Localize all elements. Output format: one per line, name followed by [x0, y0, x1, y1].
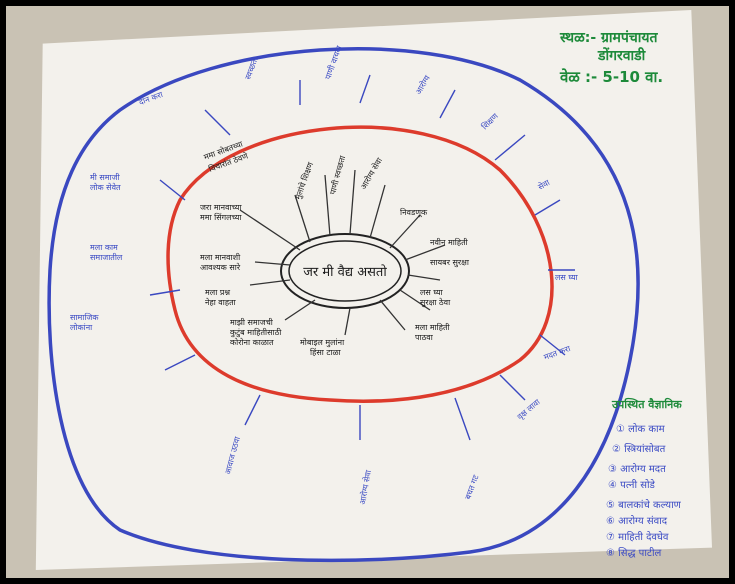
- attendee-item: ① लोक काम: [616, 423, 666, 435]
- svg-text:निवडणूक: निवडणूक: [400, 207, 428, 218]
- svg-text:बचत गट: बचत गट: [463, 473, 480, 501]
- attendees-list: ① लोक काम ② स्त्रियांसोबत ③ आरोग्य मदत ④…: [606, 423, 682, 559]
- center-oval-inner: [288, 240, 402, 302]
- attendee-item: ④ पत्नी सोडे: [608, 479, 656, 491]
- attendee-item: ③ आरोग्य मदत: [608, 463, 666, 475]
- outer-arrows: [149, 74, 575, 441]
- svg-text:मला माहिती: मला माहिती: [415, 322, 451, 332]
- attendee-item: ⑧ सिद्ध पाटील: [606, 547, 662, 559]
- svg-text:लोकांना: लोकांना: [70, 322, 93, 332]
- inner-branch-notes: ममा सोबतच्या विचारांत ठेवणे जरा मानवाच्य…: [200, 138, 470, 357]
- svg-text:आरोग्य: आरोग्य: [413, 73, 432, 96]
- inner-red-circle: [166, 125, 554, 403]
- svg-text:आवाज उठवा: आवाज उठवा: [223, 435, 242, 476]
- place-line-1: स्थळ:- ग्रामपंचायत: [559, 30, 659, 46]
- svg-text:कोरोना काळात: कोरोना काळात: [230, 337, 274, 347]
- svg-text:हिंसा टाळा: हिंसा टाळा: [310, 347, 342, 357]
- svg-text:सायबर सुरक्षा: सायबर सुरक्षा: [430, 258, 470, 268]
- svg-text:मदत करा: मदत करा: [543, 344, 573, 362]
- svg-text:माझी समाजची: माझी समाजची: [230, 317, 274, 327]
- chart-paper: [35, 10, 712, 570]
- svg-text:पाठवा: पाठवा: [415, 333, 434, 342]
- svg-text:मला प्रश्न: मला प्रश्न: [205, 288, 230, 297]
- svg-text:मुलांचे शिक्षण: मुलांचे शिक्षण: [292, 160, 316, 201]
- svg-text:मला मानवाशी: मला मानवाशी: [200, 252, 241, 262]
- svg-text:पाणी स्वच्छता: पाणी स्वच्छता: [327, 154, 347, 196]
- svg-text:लस घ्या: लस घ्या: [555, 273, 579, 282]
- center-title: जर मी वैद्य असतो: [303, 264, 387, 280]
- svg-text:आरोग्य सेवा: आरोग्य सेवा: [358, 155, 385, 191]
- center-oval-outer: [280, 233, 410, 309]
- svg-text:जरा मानवाच्या: जरा मानवाच्या: [200, 203, 242, 212]
- svg-text:लस घ्या: लस घ्या: [420, 288, 444, 297]
- svg-text:सेवा: सेवा: [536, 177, 552, 192]
- attendees-title: उपस्थित वैज्ञानिक: [611, 397, 682, 411]
- svg-text:मला काम: मला काम: [90, 243, 118, 252]
- svg-text:मोबाइल मुलांना: मोबाइल मुलांना: [300, 337, 345, 348]
- outer-blue-circle: [47, 47, 640, 563]
- svg-text:नवीन माहिती: नवीन माहिती: [430, 237, 469, 247]
- inner-spokes: [239, 169, 446, 336]
- svg-text:आवश्यक सारे: आवश्यक सारे: [200, 262, 241, 272]
- place-line-2: डोंगरवाडी: [597, 47, 647, 64]
- svg-text:कुटुंब माहितीसाठी: कुटुंब माहितीसाठी: [230, 327, 282, 338]
- attendee-item: ⑦ माहिती देवघेव: [606, 531, 669, 543]
- svg-text:आरोग्य सेवा: आरोग्य सेवा: [357, 468, 373, 505]
- time-label: वेळ :- 5-10 वा.: [559, 68, 663, 86]
- svg-text:वृक्ष लावा: वृक्ष लावा: [516, 397, 544, 422]
- svg-text:समाजातील: समाजातील: [90, 252, 123, 262]
- svg-text:सुरक्षा ठेवा: सुरक्षा ठेवा: [420, 297, 451, 308]
- svg-text:ममा सिंगलच्या: ममा सिंगलच्या: [200, 212, 242, 222]
- attendee-item: ⑥ आरोग्य संवाद: [606, 515, 668, 527]
- svg-text:सामाजिक: सामाजिक: [70, 312, 99, 322]
- svg-text:नेहा वाहता: नेहा वाहता: [205, 297, 237, 307]
- svg-text:शिक्षण: शिक्षण: [479, 111, 500, 132]
- attendee-item: ② स्त्रियांसोबत: [612, 443, 666, 455]
- svg-text:लोक सेवेत: लोक सेवेत: [90, 182, 121, 192]
- svg-text:मी समाजी: मी समाजी: [90, 172, 121, 182]
- attendee-item: ⑤ बालकांचे कल्याण: [606, 499, 682, 511]
